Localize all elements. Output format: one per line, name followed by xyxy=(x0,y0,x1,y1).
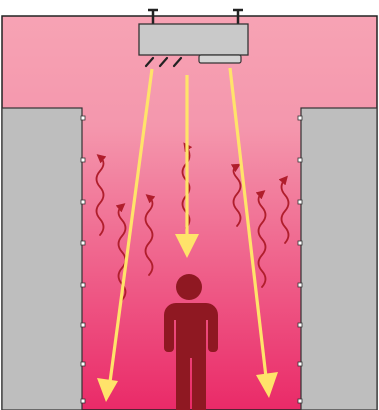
rising-heat-wave-icon xyxy=(95,154,107,236)
infrared-ray-arrow-icon xyxy=(228,67,278,398)
rising-heat-wave-icon xyxy=(278,175,290,244)
ceiling-infrared-heater-icon xyxy=(138,8,249,68)
infrared-rays xyxy=(97,67,278,402)
person-icon xyxy=(164,274,218,410)
infrared-ray-arrow-icon xyxy=(175,75,199,258)
right-wall xyxy=(297,107,378,410)
left-wall xyxy=(1,107,86,410)
infrared-ray-arrow-icon xyxy=(97,68,154,402)
rising-heat-wave-icon xyxy=(230,163,242,227)
rising-heat-wave-icon xyxy=(144,194,156,276)
rising-heat-wave-icon xyxy=(255,190,267,288)
